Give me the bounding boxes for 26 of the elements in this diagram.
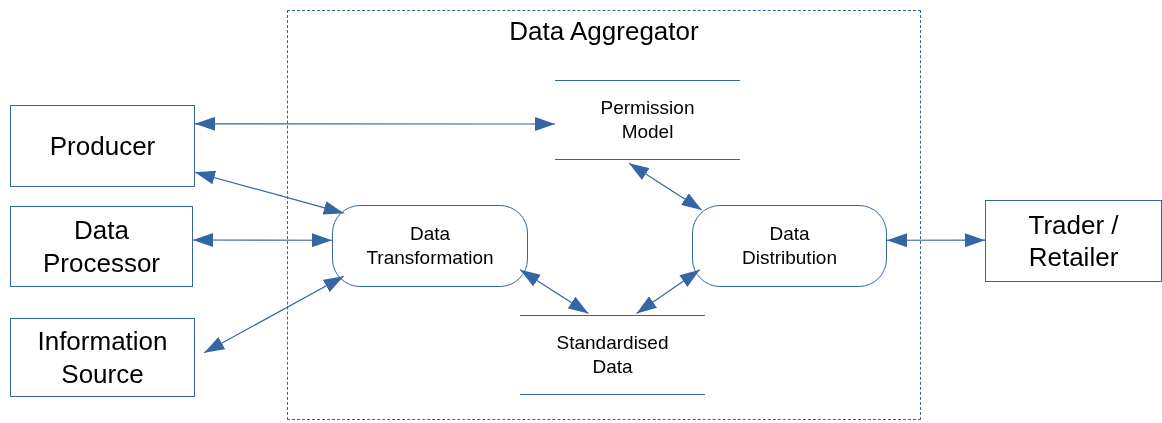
double-arrow bbox=[635, 269, 701, 314]
box-label: Data Transformation bbox=[365, 222, 495, 270]
box-label: Producer bbox=[49, 129, 156, 163]
double-arrow bbox=[194, 116, 556, 131]
double-arrow bbox=[628, 162, 703, 211]
double-arrow bbox=[194, 170, 345, 215]
data-store bbox=[555, 80, 740, 160]
store-label: Permission Model bbox=[599, 96, 696, 144]
store-label: Standardised Data bbox=[555, 331, 670, 379]
double-arrow bbox=[192, 233, 333, 248]
box-label: Data Distribution bbox=[740, 222, 838, 270]
group-title: Data Aggregator bbox=[509, 15, 699, 48]
process-box bbox=[10, 206, 193, 287]
double-arrow bbox=[519, 269, 590, 314]
data-store bbox=[520, 315, 705, 395]
box-label: Data Processor bbox=[41, 214, 161, 279]
process-box bbox=[332, 205, 528, 287]
process-box bbox=[10, 318, 195, 397]
process-box bbox=[692, 205, 887, 287]
box-label: Information Source bbox=[36, 325, 169, 390]
process-box bbox=[10, 105, 195, 187]
box-label: Trader / Retailer bbox=[1027, 208, 1120, 274]
double-arrow bbox=[203, 275, 345, 354]
double-arrow bbox=[886, 233, 986, 248]
process-box bbox=[985, 200, 1162, 282]
aggregator-boundary bbox=[287, 10, 921, 420]
